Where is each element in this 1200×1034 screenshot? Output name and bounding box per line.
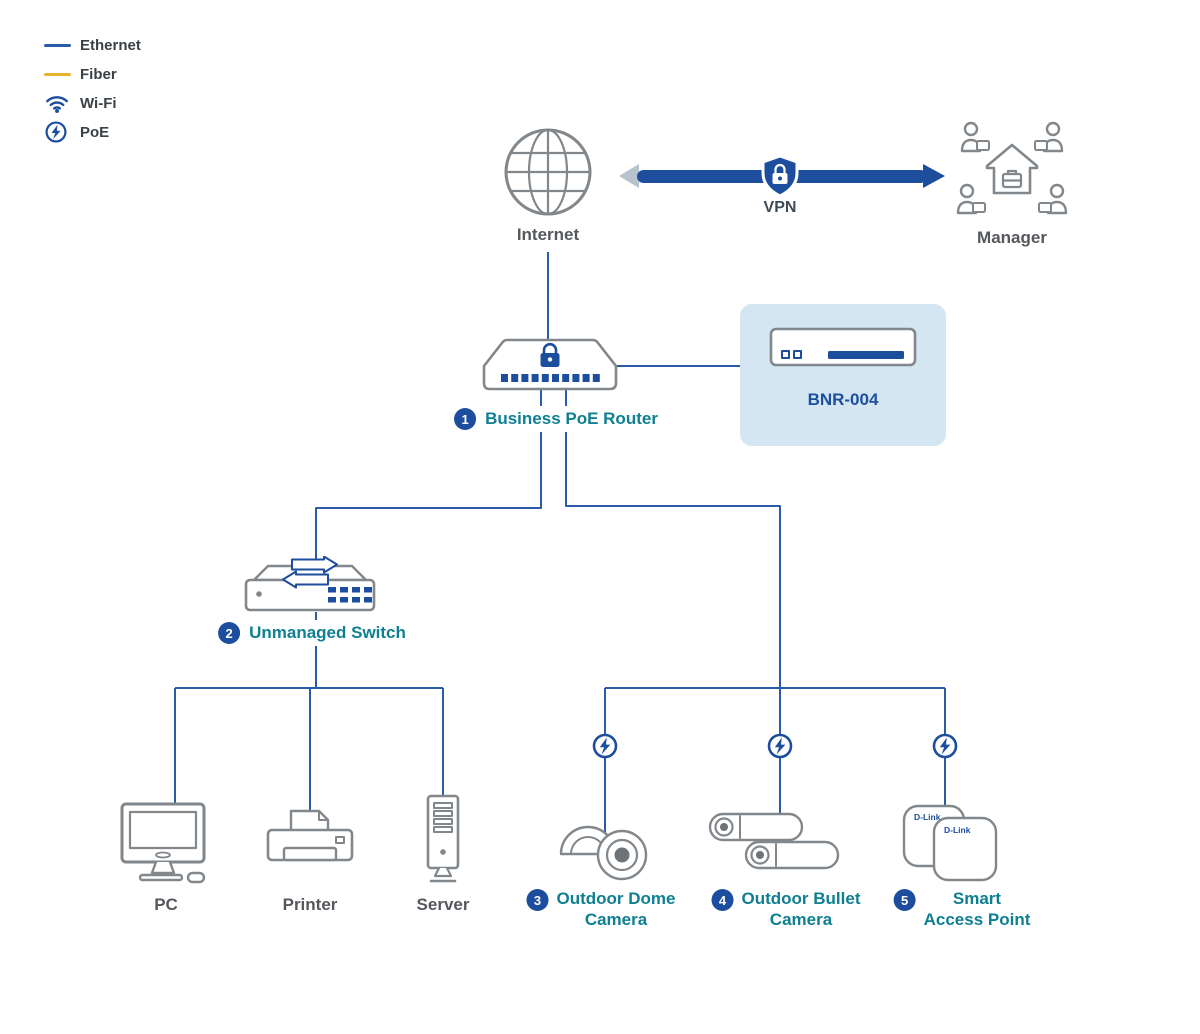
legend-label-wifi: Wi-Fi bbox=[80, 94, 117, 112]
switch-led bbox=[256, 591, 262, 597]
server-icon bbox=[426, 794, 460, 883]
bullet-camera-label-line2: Camera bbox=[769, 910, 833, 929]
server-label: Server bbox=[416, 895, 470, 914]
dome-camera-label-row: 3 Outdoor Dome Camera bbox=[526, 888, 676, 930]
bullet-camera-label-line1: Outdoor Bullet bbox=[741, 889, 861, 908]
dlink-logo-text: D-Link bbox=[914, 812, 941, 822]
vpn-arrow-left bbox=[619, 164, 639, 188]
fiber-line-icon bbox=[44, 72, 74, 76]
manager-group-icon bbox=[956, 121, 1068, 215]
legend-label-poe: PoE bbox=[80, 123, 110, 141]
legend-item-ethernet: Ethernet bbox=[44, 34, 141, 56]
poe-router-icon bbox=[482, 338, 618, 391]
switch-ports bbox=[328, 587, 372, 603]
wire-router-to-poe-branch bbox=[565, 386, 781, 822]
vpn-tunnel-arrow bbox=[619, 154, 945, 198]
legend-label-ethernet: Ethernet bbox=[80, 36, 141, 54]
bullet-camera-label: Outdoor Bullet Camera bbox=[742, 888, 861, 930]
manager-label: Manager bbox=[977, 228, 1047, 247]
switch-label-row: 2 Unmanaged Switch bbox=[213, 620, 411, 646]
bullet-camera-number-badge: 4 bbox=[711, 889, 734, 911]
bullet-camera-front bbox=[744, 840, 840, 870]
legend-item-fiber: Fiber bbox=[44, 63, 141, 85]
router-number-badge: 1 bbox=[454, 408, 477, 430]
printer-button bbox=[335, 836, 345, 844]
switch-label: Unmanaged Switch bbox=[249, 623, 406, 642]
printer-icon bbox=[266, 809, 354, 862]
vpn-shield-lock-icon bbox=[761, 154, 799, 198]
bullet-camera-back bbox=[708, 812, 804, 842]
legend: Ethernet Fiber Wi-Fi bbox=[44, 34, 141, 143]
ethernet-line-icon bbox=[44, 43, 74, 47]
internet-globe-icon bbox=[504, 128, 592, 216]
router-label: Business PoE Router bbox=[485, 409, 658, 428]
bnr-004-device-icon bbox=[769, 327, 917, 367]
dome-camera-label-line2: Camera bbox=[584, 910, 648, 929]
mouse-icon bbox=[186, 871, 206, 884]
access-point-number-badge: 5 bbox=[893, 889, 916, 911]
poe-icon bbox=[767, 733, 793, 759]
dome-camera-number-badge: 3 bbox=[526, 889, 549, 911]
model-name-label: BNR-004 bbox=[807, 390, 879, 409]
switch-number-badge: 2 bbox=[218, 622, 241, 644]
access-point-label-line2: Access Point bbox=[923, 910, 1031, 929]
dome-camera-label-line1: Outdoor Dome bbox=[556, 889, 676, 908]
dome-camera-icon bbox=[559, 825, 648, 881]
dlink-logo-text: D-Link bbox=[944, 825, 971, 835]
bullet-camera-label-row: 4 Outdoor Bullet Camera bbox=[711, 888, 861, 930]
switch-arrows-icon bbox=[282, 556, 338, 589]
office-house-icon bbox=[985, 143, 1039, 195]
vpn-label: VPN bbox=[763, 199, 797, 216]
poe-icon bbox=[44, 120, 74, 144]
poe-icon bbox=[592, 733, 618, 759]
access-point-label-line1: Smart bbox=[952, 889, 1002, 908]
pc-label: PC bbox=[154, 895, 178, 914]
dome-camera-label: Outdoor Dome Camera bbox=[557, 888, 676, 930]
legend-item-wifi: Wi-Fi bbox=[44, 92, 141, 114]
access-point-label: Smart Access Point bbox=[924, 888, 1031, 930]
internet-label: Internet bbox=[516, 225, 580, 244]
unmanaged-switch-icon bbox=[244, 556, 376, 612]
access-point-icon: D-Link D-Link bbox=[902, 804, 998, 882]
access-point-label-row: 5 Smart Access Point bbox=[893, 888, 1031, 930]
vpn-arrow-right bbox=[923, 164, 945, 188]
router-ports bbox=[501, 374, 600, 382]
printer-label: Printer bbox=[282, 895, 338, 914]
wifi-icon bbox=[44, 92, 74, 114]
legend-label-fiber: Fiber bbox=[80, 65, 117, 83]
wire-router-to-switch bbox=[315, 386, 542, 572]
bullet-camera-icon bbox=[708, 812, 840, 870]
poe-icon bbox=[932, 733, 958, 759]
model-callout-box: BNR-004 bbox=[740, 304, 946, 446]
printer-tray bbox=[282, 846, 338, 862]
router-label-row: 1 Business PoE Router bbox=[449, 406, 663, 432]
lock-icon bbox=[540, 342, 560, 367]
pc-icon bbox=[120, 802, 206, 884]
legend-item-poe: PoE bbox=[44, 121, 141, 143]
